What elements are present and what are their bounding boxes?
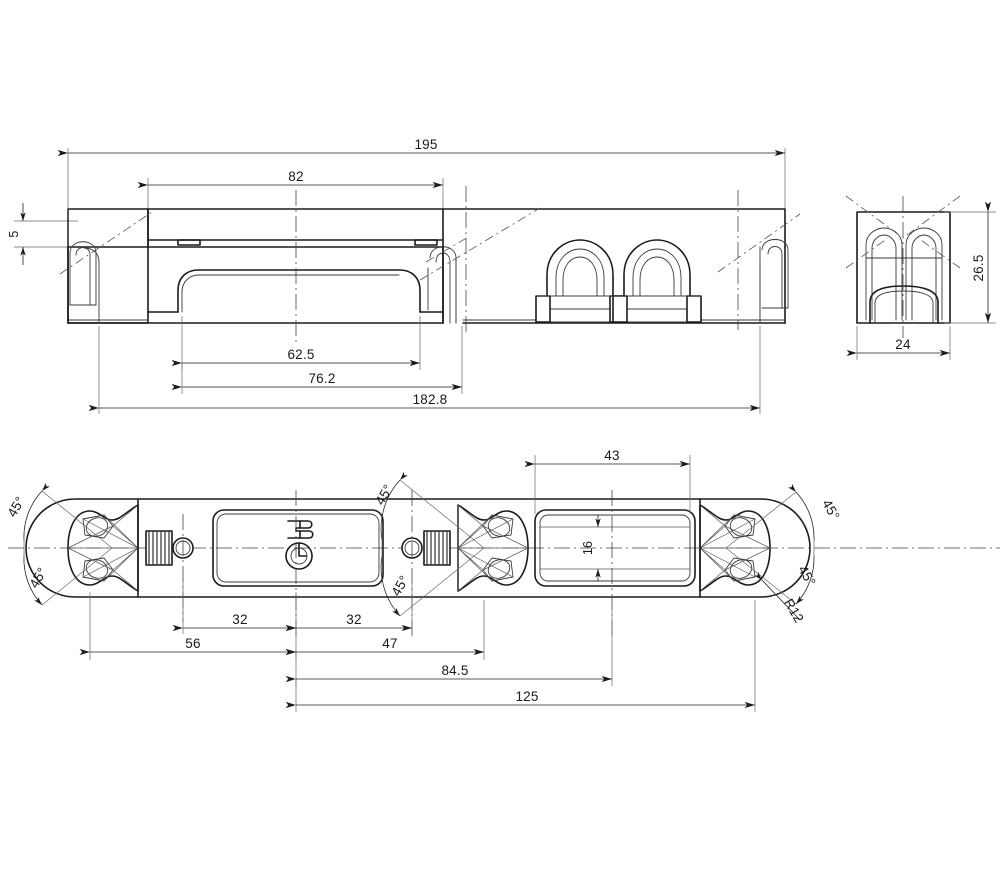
dimension-43: 43 [524,448,691,514]
angle-label-right-upper: 45° [819,497,842,523]
dimension-82-label: 82 [288,169,303,184]
front-elevation-view: 195 82 5 [7,137,801,414]
dimension-24: 24 [846,326,951,360]
dimension-32-left: 32 [172,568,297,634]
angle-label-right-lower: 45° [795,563,818,589]
plan-view: 45° 45° 45° 45° 45° 45° R12 [4,448,1000,712]
dimension-47-label: 47 [382,636,397,651]
wire-bail-right [612,239,702,323]
dimension-195-label: 195 [414,137,437,152]
dimension-84-5-label: 84.5 [441,663,468,678]
dimension-24-label: 24 [895,337,911,352]
dimension-76-2: 76.2 [171,326,463,394]
dimension-56: 56 [79,592,297,660]
dimension-82: 82 [137,169,444,238]
angle-label-mid-upper: 45° [372,482,395,508]
radius-r12-label: R12 [781,596,807,625]
dimension-43-label: 43 [604,448,619,463]
dimension-182-8: 182.8 [88,326,761,414]
dimension-26-5: 26.5 [944,201,996,324]
dimension-16: 16 [581,515,601,581]
angle-label-mid-lower: 45° [388,573,411,599]
dimension-26-5-label: 26.5 [971,254,986,281]
dimension-182-8-label: 182.8 [413,392,448,407]
side-elevation-view: 26.5 24 [845,195,996,360]
centre-recess [147,269,444,313]
dimension-5-label: 5 [7,230,21,237]
left-lug [67,241,100,324]
right-hub [699,498,771,598]
dimension-32-right-label: 32 [346,612,361,627]
wire-bail-left [535,239,625,323]
brand-logo-mark [285,520,314,570]
dimension-84-5: 84.5 [285,600,613,686]
dimension-62-5: 62.5 [171,316,421,370]
right-recess-panel [534,490,696,640]
radius-r12: R12 [754,571,807,625]
dimension-32-right: 32 [285,568,413,634]
dimension-125-label: 125 [515,689,538,704]
dimension-47: 47 [285,600,485,660]
dimension-195: 195 [57,137,786,212]
angle-label-left-upper: 45° [4,494,27,520]
dimension-32-left-label: 32 [232,612,247,627]
mid-knurl-collar [401,490,451,640]
dimension-125: 125 [285,600,756,712]
dimension-56-label: 56 [185,636,200,651]
right-lug [759,239,789,319]
middle-hub [457,504,529,592]
dimension-16-label: 16 [581,541,595,555]
dimension-76-2-label: 76.2 [308,371,335,386]
centre-lug [427,246,457,324]
left-knurl-collar [145,514,194,622]
left-hub [67,498,139,598]
dimension-62-5-label: 62.5 [287,347,314,362]
